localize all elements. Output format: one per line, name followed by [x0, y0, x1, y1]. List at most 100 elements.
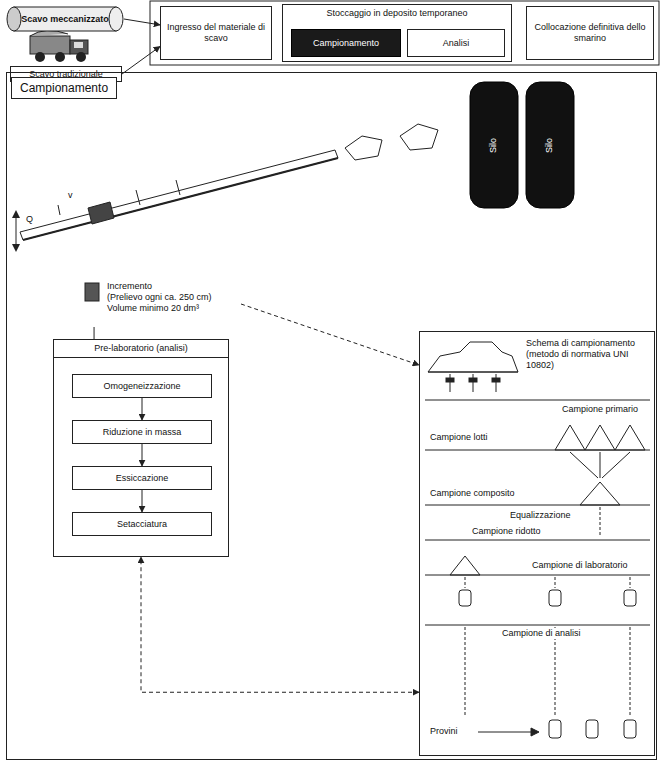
drawing-part — [630, 577, 631, 588]
node-label: Riduzione in massa — [103, 427, 182, 438]
drawing-part — [88, 202, 114, 224]
drawing-part — [624, 720, 636, 738]
drawing-part — [428, 372, 518, 373]
node-label: Silo — [489, 137, 500, 152]
drawing-part — [30, 36, 70, 54]
drawing-part — [465, 627, 466, 715]
flow-symbol: Q — [24, 214, 35, 225]
drawing-part — [70, 40, 88, 54]
drawing-part — [450, 374, 451, 392]
drawing-part — [425, 625, 650, 626]
drawing-part — [76, 52, 86, 62]
silo-body — [470, 82, 518, 208]
node-label: Silo — [545, 137, 556, 152]
drawing-part — [469, 378, 477, 382]
drawing-part — [580, 482, 620, 505]
drawing-part — [478, 732, 535, 733]
drawing-part — [428, 342, 518, 372]
node-label: Analisi — [443, 38, 470, 49]
panel-title: Campionamento — [11, 77, 117, 99]
scheme-box: Schema di campionamento (metodo di norma… — [419, 331, 655, 756]
connector — [94, 327, 95, 339]
drawing-part — [35, 52, 45, 62]
drawing-part — [12, 244, 20, 252]
connector — [241, 304, 419, 365]
drawing-part — [555, 627, 556, 715]
drawing-part — [425, 450, 650, 451]
connector — [124, 19, 160, 25]
panel: CampionamentoSilo SiloIncremento(Prelievo… — [6, 72, 657, 760]
drawing-part — [602, 452, 630, 478]
drawing-part — [465, 577, 466, 588]
drawing-part — [400, 124, 438, 150]
sample-level: Campione lotti — [428, 432, 490, 443]
drawing-part — [136, 190, 140, 205]
process-box: Essiccazione — [72, 466, 212, 490]
drawing-part — [23, 158, 338, 240]
process-box: Riduzione in massa — [72, 420, 212, 444]
drawing-part — [55, 52, 65, 62]
step-label: Equalizzazione — [508, 510, 573, 521]
group-title: Stoccaggio in deposito temporaneo — [283, 5, 511, 22]
speed-symbol: v — [66, 190, 75, 201]
drawing-part — [450, 556, 480, 575]
drawing-part — [425, 575, 650, 576]
drawing-part — [600, 507, 601, 535]
sampler-icon — [83, 281, 101, 303]
drawing-part — [425, 540, 650, 541]
process-box: Collocazione definitiva dello smarino — [526, 6, 654, 60]
specimen-label: Provini — [428, 726, 460, 737]
connector — [142, 398, 143, 420]
drawing-part — [586, 720, 598, 738]
group-box: Stoccaggio in deposito temporaneoCampion… — [282, 4, 512, 62]
drawing-part — [425, 505, 650, 506]
node-label: Campionamento — [313, 38, 379, 49]
silo-shape: Silo — [469, 81, 519, 209]
truck-icon — [30, 30, 88, 62]
silo-shape: Silo — [525, 81, 575, 209]
cylinder-end — [7, 7, 21, 31]
connector — [142, 490, 143, 512]
group-title: Pre-laboratorio (analisi) — [54, 340, 228, 358]
drawing-part — [600, 452, 601, 478]
drawing-part — [615, 425, 645, 450]
process-box: Campionamento — [291, 29, 401, 57]
drawing-part — [630, 627, 631, 715]
drawing-part — [570, 452, 598, 478]
drawing-part — [496, 374, 497, 392]
process-box: Omogeneizzazione — [72, 374, 212, 398]
connector — [122, 47, 160, 75]
drawing-part — [473, 374, 474, 392]
drawing-part — [492, 378, 500, 382]
node-label: Ingresso del materiale di scavo — [164, 22, 268, 44]
excavation-cylinder: Scavo meccanizzato — [6, 6, 124, 32]
drawing-part — [555, 577, 556, 588]
conveyor-belt — [12, 124, 438, 252]
process-box: Ingresso del materiale di scavo — [160, 6, 272, 60]
drawing-part — [446, 378, 454, 382]
group-box: Pre-laboratorio (analisi) Omogeneizzazion… — [53, 339, 229, 557]
drawing-part — [12, 210, 20, 218]
sampler-callout: Incremento(Prelievo ogni ca. 250 cm)Volu… — [83, 281, 241, 327]
node-label: Incremento — [107, 281, 241, 292]
drawing-part — [425, 400, 650, 401]
sample-level: Campione ridotto — [470, 526, 543, 537]
sampling-scheme-drawing — [425, 342, 650, 738]
group-title: Schema di campionamento (metodo di norma… — [526, 338, 650, 370]
drawing-part — [531, 728, 539, 736]
drawing-part — [624, 590, 636, 606]
sampler-body — [85, 283, 99, 301]
drawing-part — [176, 180, 180, 195]
cylinder-end — [109, 7, 123, 31]
node-label: Omogeneizzazione — [103, 381, 180, 392]
sample-level: Campione composito — [428, 488, 517, 499]
sample-level: Campione primario — [560, 404, 640, 415]
drawing-part — [555, 425, 585, 450]
top-frame — [150, 1, 659, 65]
drawing-part — [459, 590, 471, 606]
drawing-part — [345, 136, 382, 160]
drawing-part — [58, 205, 60, 215]
node-label: Volume minimo 20 dm³ — [107, 303, 241, 314]
connector — [142, 444, 143, 466]
